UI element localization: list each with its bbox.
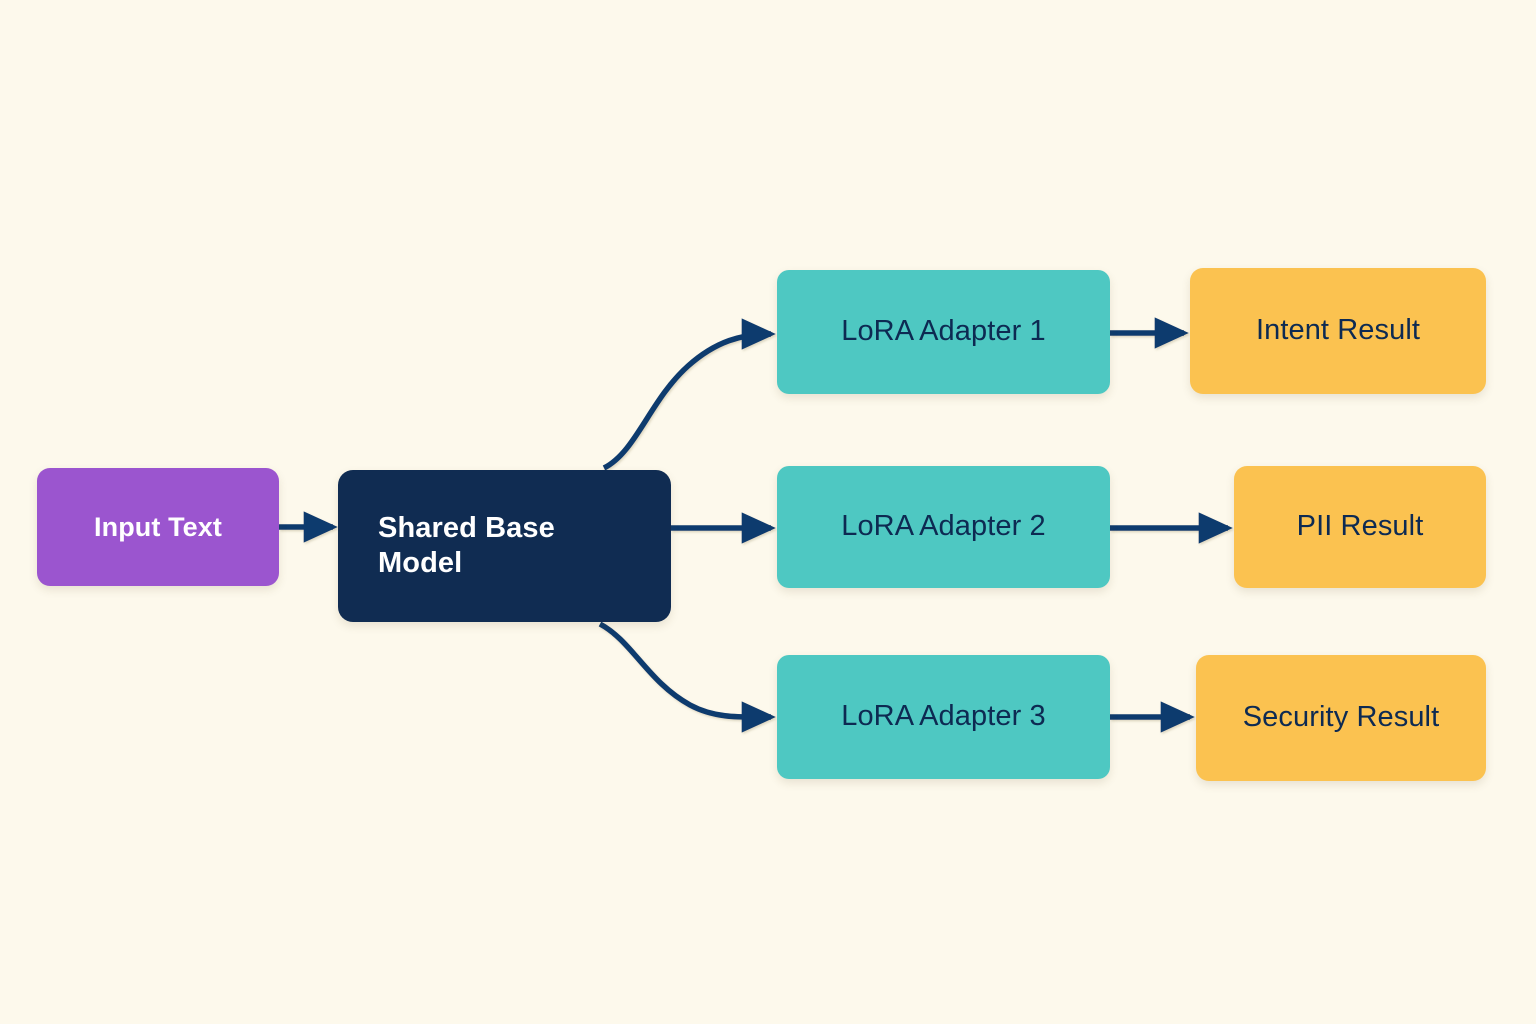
edge-base-to-adapter-1 <box>602 318 776 471</box>
node-intent-result[interactable]: Intent Result <box>1190 268 1486 394</box>
node-lora-adapter-2-label: LoRA Adapter 2 <box>841 510 1046 543</box>
node-security-result[interactable]: Security Result <box>1196 655 1486 781</box>
node-lora-adapter-3[interactable]: LoRA Adapter 3 <box>777 655 1110 779</box>
node-intent-result-label: Intent Result <box>1255 314 1421 347</box>
node-pii-result-label: PII Result <box>1296 510 1424 543</box>
node-shared-base-model-line1: Shared Base <box>378 511 555 544</box>
node-lora-adapter-1[interactable]: LoRA Adapter 1 <box>777 270 1110 394</box>
node-lora-adapter-2[interactable]: LoRA Adapter 2 <box>777 466 1110 588</box>
node-input-text[interactable]: Input Text <box>37 468 279 586</box>
node-lora-adapter-3-label: LoRA Adapter 3 <box>841 700 1046 733</box>
node-pii-result[interactable]: PII Result <box>1234 466 1486 588</box>
node-lora-adapter-1-label: LoRA Adapter 1 <box>841 315 1046 348</box>
node-security-result-label: Security Result <box>1242 701 1440 734</box>
node-shared-base-model-line2: Model <box>378 547 463 579</box>
edge-base-to-adapter-3 <box>598 621 776 733</box>
node-input-text-label: Input Text <box>94 511 222 542</box>
